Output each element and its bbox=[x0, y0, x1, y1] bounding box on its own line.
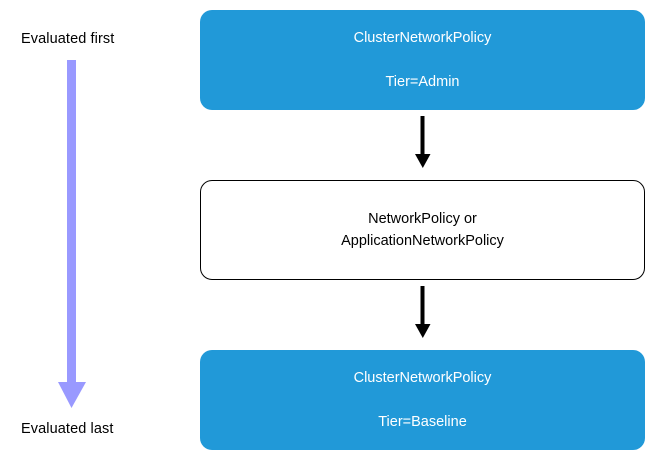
node-cluster-network-policy-baseline[interactable]: ClusterNetworkPolicy Tier=Baseline bbox=[200, 350, 645, 450]
node-admin-tier: Tier=Admin bbox=[385, 74, 460, 90]
evaluated-first-label: Evaluated first bbox=[21, 31, 115, 47]
node-cluster-network-policy-admin[interactable]: ClusterNetworkPolicy Tier=Admin bbox=[200, 10, 645, 110]
node-admin-title: ClusterNetworkPolicy bbox=[353, 29, 492, 46]
connector-networkpolicy-to-baseline-down-arrow-icon bbox=[415, 286, 431, 338]
node-networkpolicy-line2: ApplicationNetworkPolicy bbox=[341, 233, 504, 249]
node-network-policy-or-application-network-policy[interactable]: NetworkPolicy or ApplicationNetworkPolic… bbox=[200, 180, 645, 280]
evaluated-last-label: Evaluated last bbox=[21, 421, 114, 437]
connector-admin-to-networkpolicy-down-arrow-icon bbox=[415, 116, 431, 168]
node-networkpolicy-line1: NetworkPolicy or bbox=[368, 210, 477, 227]
node-baseline-title: ClusterNetworkPolicy bbox=[353, 369, 492, 386]
evaluation-order-down-arrow-icon bbox=[58, 60, 86, 408]
node-baseline-tier: Tier=Baseline bbox=[378, 414, 467, 430]
